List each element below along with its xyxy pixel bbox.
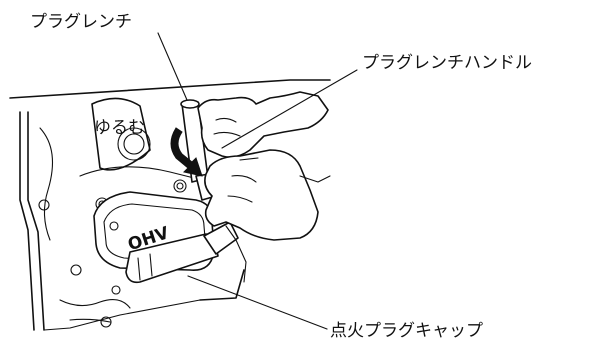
label-spark-plug-cap: 点火プラグキャップ <box>330 321 483 341</box>
spark-plug-cap <box>125 221 239 284</box>
label-loosen: ゆるむ <box>94 118 145 138</box>
loosen-arrow <box>170 127 203 177</box>
label-plug-wrench: プラグレンチ <box>30 12 132 32</box>
engine-body <box>9 79 331 331</box>
right-hand <box>204 149 331 241</box>
leader-lines <box>157 32 358 330</box>
label-plug-wrench-handle: プラグレンチハンドル <box>362 53 532 73</box>
